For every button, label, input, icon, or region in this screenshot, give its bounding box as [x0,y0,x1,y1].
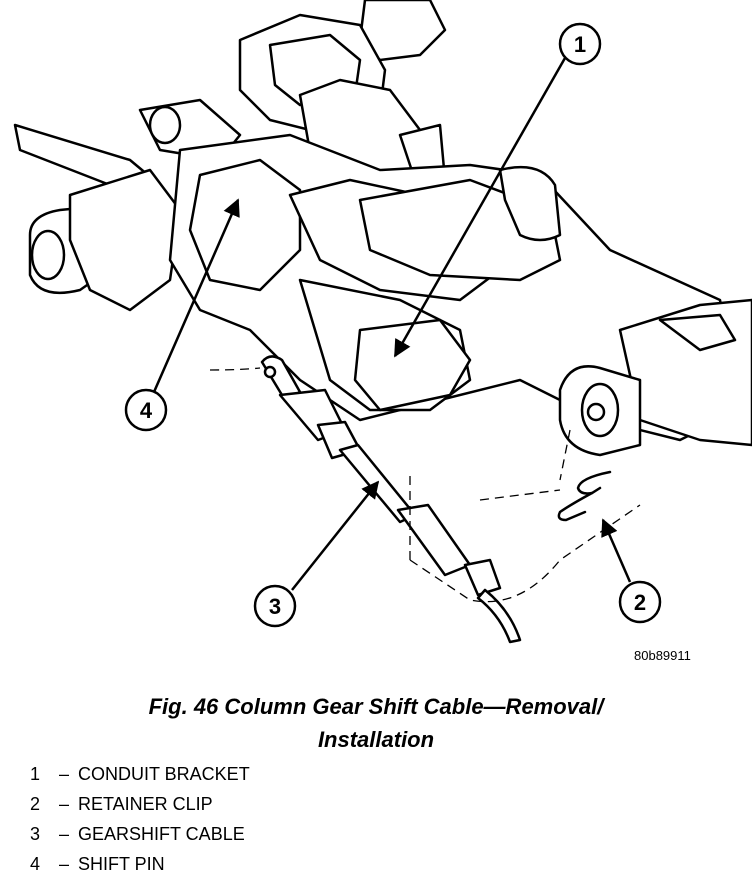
legend-number: 4 [30,854,41,874]
figure-caption: Fig. 46 Column Gear Shift Cable—Removal/… [0,690,752,756]
phantom-lines [209,367,641,603]
parts-legend: 1–CONDUIT BRACKET 2–RETAINER CLIP 3–GEAR… [30,762,250,882]
caption-line-2: Installation [317,727,435,752]
legend-label: CONDUIT BRACKET [78,764,250,784]
callout-1: 1 [558,22,602,66]
leader-lines [152,57,632,591]
legend-number: 2 [30,794,41,814]
caption-line-1: Fig. 46 Column Gear Shift Cable—Removal/ [148,694,604,719]
leader-line-1 [393,57,567,358]
svg-text:4: 4 [140,398,153,423]
svg-text:3: 3 [269,594,281,619]
callout-2: 2 [618,580,662,624]
leader-line-2 [601,518,632,583]
leader-line-4 [152,198,240,393]
legend-item: 3–GEARSHIFT CABLE [30,822,250,852]
legend-label: RETAINER CLIP [78,794,213,814]
svg-text:1: 1 [574,32,586,57]
steering-column-illustration: 1 2 3 4 [13,0,752,644]
figure-image-id: 80b89911 [634,648,691,663]
conduit-bracket [353,165,562,412]
legend-number: 3 [30,824,41,844]
callout-4: 4 [124,388,168,432]
retainer-clip [557,470,612,522]
legend-number: 1 [30,764,41,784]
legend-item: 4–SHIFT PIN [30,852,250,882]
leader-line-3 [291,480,380,591]
callout-3: 3 [253,584,297,628]
legend-separator: – [58,764,69,784]
legend-separator: – [58,824,69,844]
legend-label: GEARSHIFT CABLE [78,824,245,844]
legend-item: 1–CONDUIT BRACKET [30,762,250,792]
legend-item: 2–RETAINER CLIP [30,792,250,822]
legend-label: SHIFT PIN [78,854,165,874]
legend-separator: – [58,854,69,874]
legend-separator: – [58,794,69,814]
svg-text:2: 2 [634,590,646,615]
lower-column-shaft [558,298,752,457]
